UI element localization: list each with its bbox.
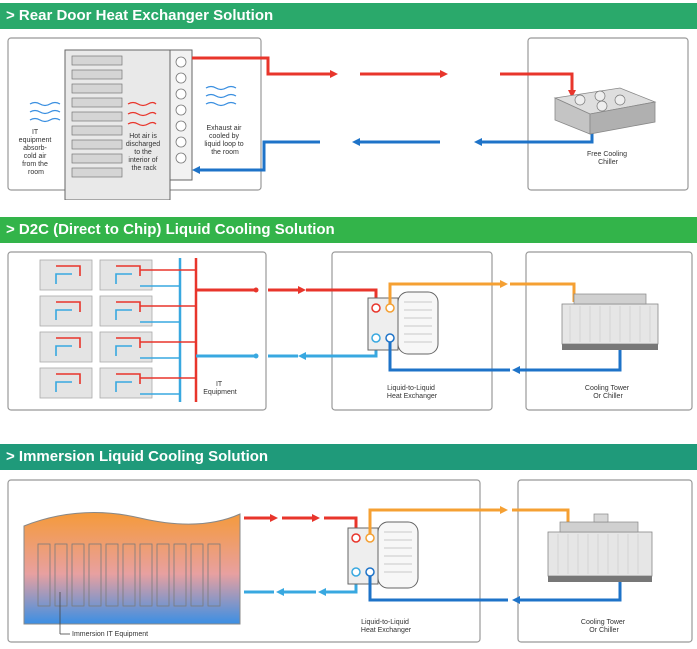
label-it-equipment: IT equipment absorb- cold air from the r… [19,129,54,176]
immersion-diagram: Immersion IT Equipment Liquid-to-Liquid … [7,479,693,643]
label-tower: Cooling Tower Or Chiller [581,619,627,634]
section-banner-rear-door: > Rear Door Heat Exchanger Solution [0,3,697,29]
heat-exchanger [367,291,439,355]
label-it-equipment: IT Equipment [203,381,237,396]
label-tower: Cooling Tower Or Chiller [585,385,631,400]
cold-branches [140,285,180,395]
immersed-servers [37,543,221,607]
label-exchanger: Liquid-to-Liquid Heat Exchanger [387,385,438,400]
rear-door-diagram: IT equipment absorb- cold air from the r… [7,37,689,200]
cold-air-waves [29,101,61,123]
chip-loops [55,265,141,392]
door-fans [175,56,187,164]
d2c-diagram: IT Equipment Liquid-to-Liquid Heat Excha… [7,251,693,411]
heat-exchanger [347,521,419,589]
label-exhaust: Exhaust air cooled by liquid loop to the… [204,125,245,156]
server-boards [39,259,153,399]
hot-branches [140,269,196,379]
cooling-tower [561,293,659,350]
label-exchanger: Liquid-to-Liquid Heat Exchanger [361,619,412,634]
cold-return-pipe [388,342,622,372]
section-banner-immersion: > Immersion Liquid Cooling Solution [0,444,697,470]
label-it-equipment: Immersion IT Equipment [72,631,148,638]
label-chiller: Free Cooling Chiller [587,151,629,166]
cooling-tower [547,513,653,582]
section-banner-d2c: > D2C (Direct to Chip) Liquid Cooling So… [0,217,697,243]
cold-return-pipe [368,576,622,602]
exhaust-waves [205,85,237,107]
rack-units [71,55,123,178]
hot-air-waves [127,101,157,127]
free-cooling-chiller [553,87,657,135]
label-hot-air: Hot air is discharged to the interior of… [126,133,162,172]
hot-pipe [192,56,574,90]
